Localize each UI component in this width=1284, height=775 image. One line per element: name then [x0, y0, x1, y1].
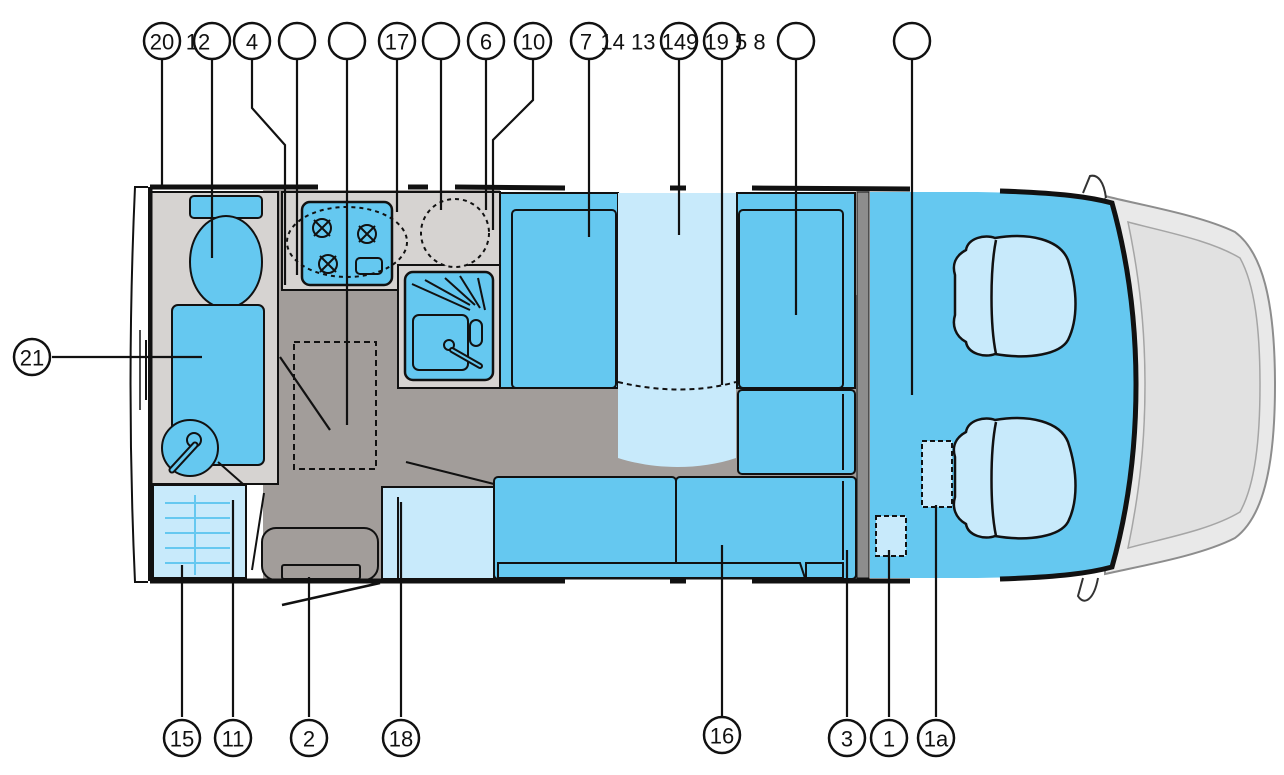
mirror-top	[1082, 174, 1107, 199]
svg-text:6: 6	[480, 30, 492, 55]
svg-text:7: 7	[580, 30, 592, 55]
callout-15: 15	[162, 718, 202, 758]
bathroom-door	[217, 461, 244, 485]
callout-10: 10	[513, 21, 553, 61]
svg-text:20: 20	[150, 30, 174, 55]
dinette-table-ext	[618, 388, 736, 467]
svg-text:18: 18	[389, 727, 413, 752]
svg-text:3: 3	[841, 727, 853, 752]
svg-text:21: 21	[20, 346, 44, 371]
washbasin-tap-inner	[170, 443, 197, 472]
wardrobe-door-line	[251, 492, 265, 571]
callout-7: 7	[569, 21, 609, 61]
callout-18: 18	[381, 718, 421, 758]
hob-burners	[312, 218, 377, 274]
svg-text:10: 10	[521, 30, 545, 55]
entry-step-inner	[281, 564, 361, 580]
cab-seat-top	[952, 234, 1077, 358]
sink-drainer	[411, 275, 486, 311]
wardrobe-shelves	[165, 495, 230, 575]
svg-text:2: 2	[303, 727, 315, 752]
toilet-tank	[189, 195, 263, 219]
seat-top-right-cushion	[738, 209, 844, 389]
callouts-top: 20 12 4 17 6 10 7 14 13 149 19 5 8	[142, 21, 932, 61]
dinette-table	[618, 193, 736, 388]
callout-17: 17	[377, 21, 417, 61]
callout-11: 11	[213, 718, 253, 758]
table-dash	[617, 381, 737, 391]
sink-bowl	[412, 314, 469, 371]
callout-2: 2	[289, 718, 329, 758]
floor-hatch	[293, 341, 377, 470]
windscreen	[1127, 220, 1261, 550]
callout-21: 21	[12, 337, 52, 377]
fridge-dash-circle	[420, 198, 490, 268]
sink-tap	[469, 319, 483, 347]
callout-1: 1	[869, 718, 909, 758]
svg-text:1a: 1a	[924, 727, 949, 752]
svg-text:4: 4	[246, 30, 258, 55]
callout-blank-3	[421, 21, 461, 61]
bench-front	[497, 562, 807, 579]
svg-text:16: 16	[710, 724, 734, 749]
hob-knobs	[355, 257, 383, 275]
callout-blank-1	[277, 21, 317, 61]
callout-16: 16	[702, 715, 742, 755]
bench-corner	[805, 562, 844, 579]
callout-blank-5	[892, 21, 932, 61]
svg-text:1: 1	[883, 727, 895, 752]
cab-bulkhead	[856, 191, 870, 579]
callout-20: 20	[142, 21, 182, 61]
callout-blank-4	[776, 21, 816, 61]
entry-door	[281, 581, 381, 607]
svg-text:15: 15	[170, 727, 194, 752]
cab-box-1a	[921, 440, 953, 508]
sink-tap-spout-inner	[451, 349, 481, 367]
callout-12-circle	[192, 21, 232, 61]
seat-top-left-cushion	[511, 209, 617, 389]
kitchen-edge	[405, 461, 495, 485]
cab-box-1	[875, 515, 907, 557]
cab-seat-bottom	[952, 416, 1077, 540]
mirror-bottom	[1076, 577, 1099, 602]
callout-circle-722	[702, 21, 742, 61]
leader-lines	[52, 59, 938, 717]
seat-mid-right	[737, 389, 856, 475]
callout-run-text: 14 13 149 19 5 8	[600, 30, 765, 55]
svg-text:17: 17	[385, 30, 409, 55]
toilet-bowl	[189, 215, 263, 309]
callouts-bottom: 15 11 2 18 16 3 1 1a	[162, 715, 956, 758]
callout-6: 6	[466, 21, 506, 61]
callout-3: 3	[827, 718, 867, 758]
callout-circle-679	[659, 21, 699, 61]
callout-blank-2	[327, 21, 367, 61]
callout-4: 4	[232, 21, 272, 61]
callout-1a: 1a	[916, 718, 956, 758]
svg-text:11: 11	[222, 727, 245, 752]
